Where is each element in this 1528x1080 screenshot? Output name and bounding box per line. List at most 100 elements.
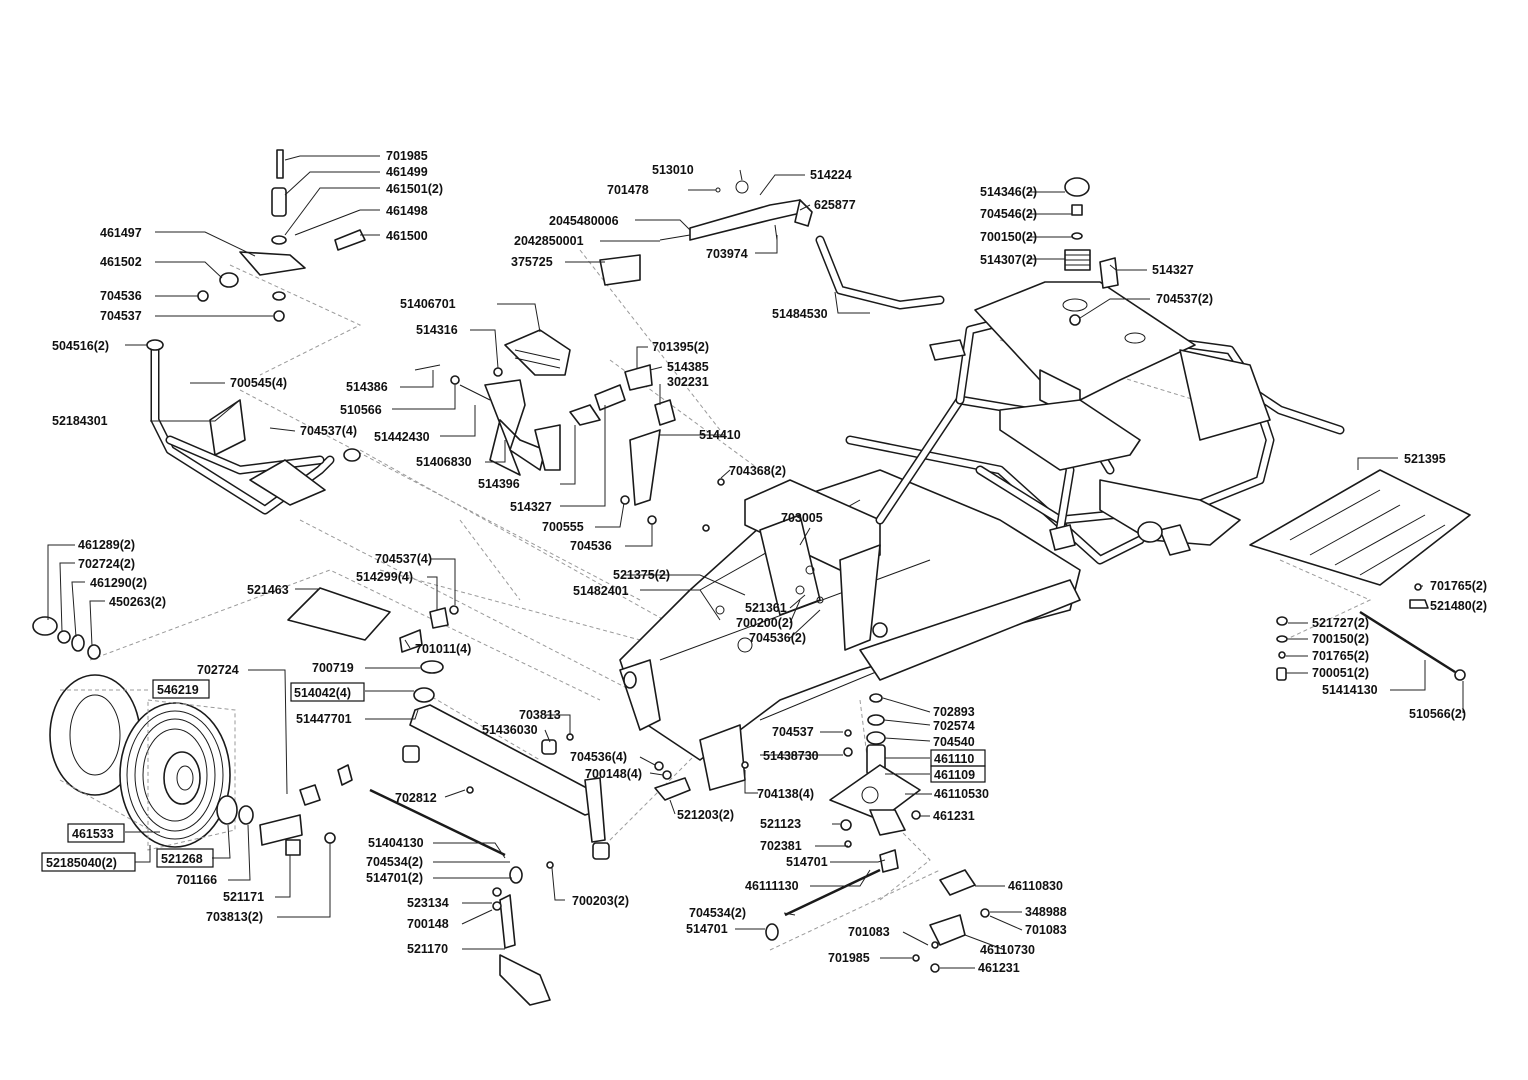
label-51406830: 51406830 <box>416 455 472 469</box>
label-51438730: 51438730 <box>763 749 819 763</box>
label-504516-2: 504516(2) <box>52 339 109 353</box>
label-701985-b: 701985 <box>828 951 870 965</box>
seat-hardware <box>702 177 1119 532</box>
label-704138-4: 704138(4) <box>757 787 814 801</box>
linkage-461497 <box>197 149 366 322</box>
label-510566: 510566 <box>340 403 382 417</box>
tie-rods <box>285 761 899 1006</box>
label-51482401: 51482401 <box>573 584 629 598</box>
label-51442430: 51442430 <box>374 430 430 444</box>
label-514386: 514386 <box>346 380 388 394</box>
label-461497: 461497 <box>100 226 142 240</box>
label-704537-2: 704537(2) <box>1156 292 1213 306</box>
label-702724-2: 702724(2) <box>78 557 135 571</box>
label-701765-2: 701765(2) <box>1430 579 1487 593</box>
label-704536: 704536 <box>100 289 142 303</box>
label-2045480006: 2045480006 <box>549 214 619 228</box>
label-375725: 375725 <box>511 255 553 269</box>
label-700200-2: 700200(2) <box>736 616 793 630</box>
label-521171: 521171 <box>223 890 264 904</box>
label-52185040-2: 52185040(2) <box>46 856 117 870</box>
label-703813: 703813 <box>519 708 561 722</box>
label-461231-b: 461231 <box>978 961 1020 975</box>
label-461499: 461499 <box>386 165 428 179</box>
label-514701-b: 514701 <box>686 922 728 936</box>
label-302231: 302231 <box>667 375 709 389</box>
label-702893: 702893 <box>933 705 975 719</box>
label-514346-2: 514346(2) <box>980 185 1037 199</box>
label-521203-2: 521203(2) <box>677 808 734 822</box>
label-701478: 701478 <box>607 183 649 197</box>
label-625877: 625877 <box>814 198 856 212</box>
label-702574: 702574 <box>933 719 975 733</box>
front-wheel-assembly <box>32 616 303 851</box>
label-700150-2-b: 700150(2) <box>1312 632 1369 646</box>
label-46110830: 46110830 <box>1008 879 1063 893</box>
label-51447701: 51447701 <box>296 712 352 726</box>
label-700719: 700719 <box>312 661 354 675</box>
label-704537-4-b: 704537(4) <box>375 552 432 566</box>
label-702381: 702381 <box>760 839 802 853</box>
label-700203-2: 700203(2) <box>572 894 629 908</box>
label-461109: 461109 <box>934 768 975 782</box>
label-702812: 702812 <box>395 791 437 805</box>
label-51414130: 51414130 <box>1322 683 1378 697</box>
label-461533: 461533 <box>72 827 114 841</box>
label-46111130: 46111130 <box>745 879 799 893</box>
label-704534-2-b: 704534(2) <box>689 906 746 920</box>
label-461501-2: 461501(2) <box>386 182 443 196</box>
label-700148: 700148 <box>407 917 449 931</box>
label-450263-2: 450263(2) <box>109 595 166 609</box>
label-514327: 514327 <box>510 500 552 514</box>
label-514396: 514396 <box>478 477 520 491</box>
label-51436030: 51436030 <box>482 723 538 737</box>
label-514299-4: 514299(4) <box>356 570 413 584</box>
label-704537-4: 704537(4) <box>300 424 357 438</box>
label-514327-b: 514327 <box>1152 263 1194 277</box>
leader-lines <box>47 155 1464 969</box>
label-51484530: 51484530 <box>772 307 828 321</box>
label-2042850001: 2042850001 <box>514 234 584 248</box>
label-461500: 461500 <box>386 229 428 243</box>
label-514224: 514224 <box>810 168 852 182</box>
label-514042-4: 514042(4) <box>294 686 351 700</box>
label-704537: 704537 <box>100 309 142 323</box>
label-700148-4: 700148(4) <box>585 767 642 781</box>
label-546219: 546219 <box>157 683 199 697</box>
label-513010: 513010 <box>652 163 694 177</box>
label-704536-2: 704536(2) <box>749 631 806 645</box>
label-461502: 461502 <box>100 255 142 269</box>
label-700555: 700555 <box>542 520 584 534</box>
label-704368-2: 704368(2) <box>729 464 786 478</box>
label-704546-2: 704546(2) <box>980 207 1037 221</box>
main-frame-chassis <box>619 281 1345 791</box>
pedal-assembly <box>414 329 676 525</box>
front-axle <box>287 587 610 860</box>
label-461498: 461498 <box>386 204 428 218</box>
label-514701: 514701 <box>786 855 828 869</box>
label-46110530: 46110530 <box>934 787 989 801</box>
label-704537-b: 704537 <box>772 725 814 739</box>
label-704534-2: 704534(2) <box>366 855 423 869</box>
label-703813-2: 703813(2) <box>206 910 263 924</box>
label-514701-2: 514701(2) <box>366 871 423 885</box>
label-701083-b: 701083 <box>1025 923 1067 937</box>
label-701166: 701166 <box>176 873 217 887</box>
label-461289-2: 461289(2) <box>78 538 135 552</box>
label-703005: 703005 <box>781 511 823 525</box>
label-514316: 514316 <box>416 323 458 337</box>
label-704540: 704540 <box>933 735 975 749</box>
label-514385: 514385 <box>667 360 709 374</box>
label-701765-2-b: 701765(2) <box>1312 649 1369 663</box>
label-521268: 521268 <box>161 852 203 866</box>
label-521480-2: 521480(2) <box>1430 599 1487 613</box>
step-plate-521395 <box>1249 469 1471 586</box>
steering-sector <box>829 693 990 973</box>
label-704536-b: 704536 <box>570 539 612 553</box>
label-702724: 702724 <box>197 663 239 677</box>
label-51406701: 51406701 <box>400 297 456 311</box>
boxed-label-frames <box>41 679 986 872</box>
label-46110730: 46110730 <box>980 943 1035 957</box>
front-bumper-52184301 <box>146 339 361 515</box>
